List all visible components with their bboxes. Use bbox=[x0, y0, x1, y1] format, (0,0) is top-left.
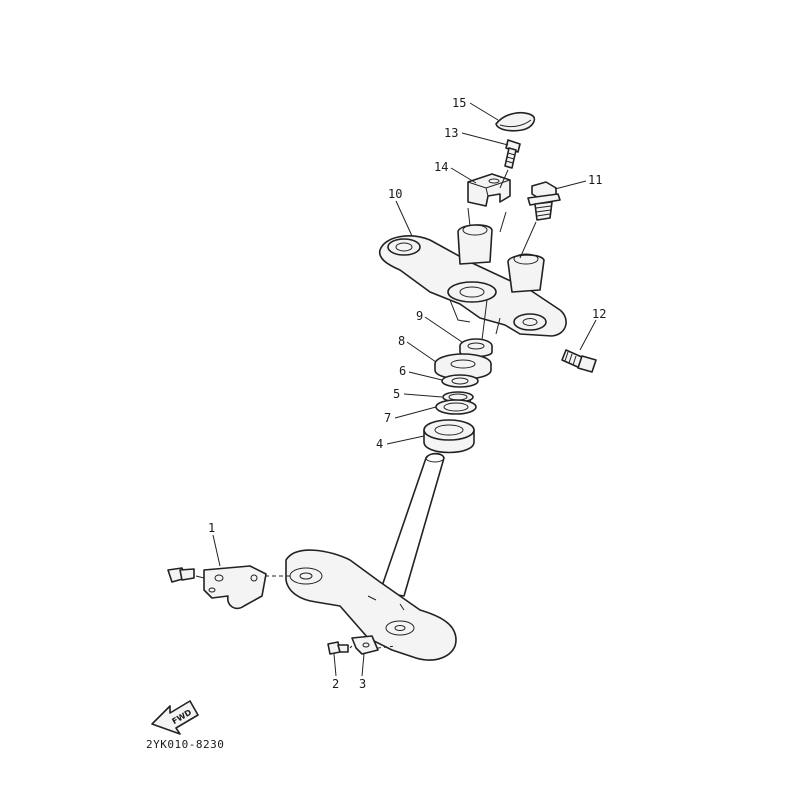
leader-lines bbox=[195, 102, 597, 677]
callout-12: 12 bbox=[592, 307, 606, 321]
callout-2: 2 bbox=[332, 677, 339, 691]
part-2-bolt[interactable] bbox=[327, 641, 349, 655]
callout-4: 4 bbox=[376, 437, 383, 451]
callout-1: 1 bbox=[208, 521, 215, 535]
callout-11: 11 bbox=[588, 173, 602, 187]
part-12-pinch-bolt[interactable] bbox=[561, 349, 597, 373]
part-11-flange-bolt[interactable] bbox=[527, 181, 561, 221]
drawing-code: 2YK010-8230 bbox=[146, 738, 224, 751]
callout-3: 3 bbox=[359, 677, 366, 691]
callout-13: 13 bbox=[444, 126, 458, 140]
callout-10: 10 bbox=[388, 187, 402, 201]
callout-7: 7 bbox=[384, 411, 391, 425]
part-3-clamp[interactable] bbox=[351, 635, 379, 655]
part-4-bearing[interactable] bbox=[423, 419, 475, 454]
part-15-cap[interactable] bbox=[495, 111, 536, 132]
part-1-bracket[interactable] bbox=[167, 565, 267, 610]
part-6-washer[interactable] bbox=[441, 374, 479, 388]
part-10-upper-bracket[interactable] bbox=[378, 224, 567, 337]
steering-stem-under-bracket bbox=[285, 452, 457, 661]
part-7-seal[interactable] bbox=[435, 399, 477, 415]
callout-14: 14 bbox=[434, 160, 448, 174]
callout-8: 8 bbox=[398, 334, 405, 348]
part-13-bolt[interactable] bbox=[504, 139, 521, 169]
fwd-arrow-icon: FWD bbox=[151, 700, 199, 735]
part-14-upper-handlebar-clamp[interactable] bbox=[467, 173, 511, 207]
callout-15: 15 bbox=[452, 96, 466, 110]
callout-9: 9 bbox=[416, 309, 423, 323]
callout-labels: 15 13 14 11 10 12 9 8 6 5 7 4 1 2 3 bbox=[208, 96, 606, 691]
callout-5: 5 bbox=[393, 387, 400, 401]
callout-6: 6 bbox=[399, 364, 406, 378]
